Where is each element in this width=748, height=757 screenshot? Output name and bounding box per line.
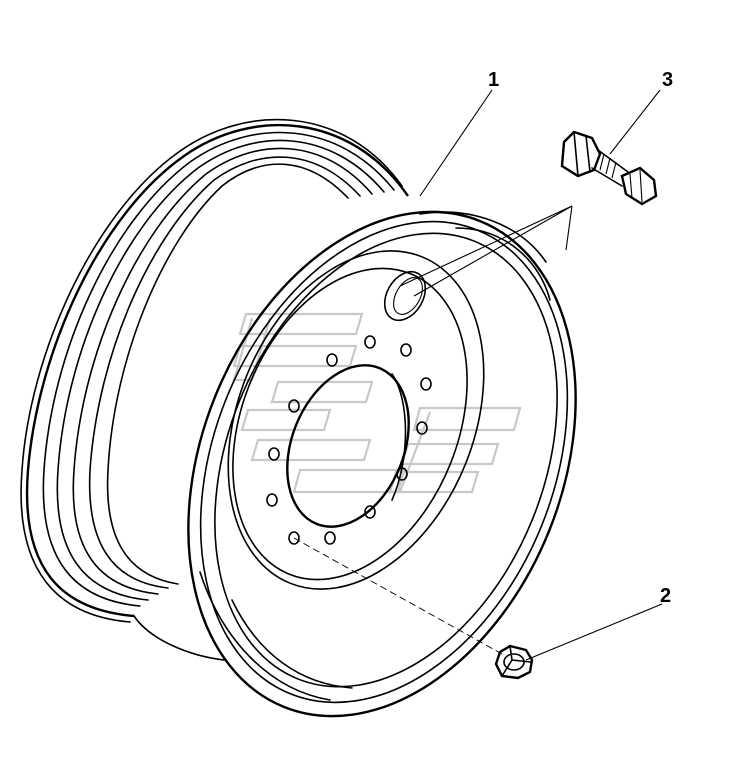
leader-part-1 xyxy=(419,89,493,197)
valve-hole xyxy=(383,270,427,322)
leader-lines xyxy=(419,89,663,661)
leader-part-2 xyxy=(525,603,663,661)
rim-front-lip xyxy=(187,210,577,718)
wheel-rim-icon xyxy=(20,118,577,718)
wheel-nut-icon xyxy=(293,537,534,680)
center-bore xyxy=(286,364,410,528)
callout-3: 3 xyxy=(662,69,673,91)
tire-valve-icon xyxy=(560,130,658,206)
rim-back-flange xyxy=(25,123,409,618)
callout-1: 1 xyxy=(488,69,499,91)
leader-part-3 xyxy=(609,89,661,155)
wheel-disc xyxy=(227,250,485,590)
callout-2: 2 xyxy=(660,585,671,607)
watermark-logo-icon xyxy=(232,312,522,494)
bolt-holes xyxy=(266,335,432,545)
